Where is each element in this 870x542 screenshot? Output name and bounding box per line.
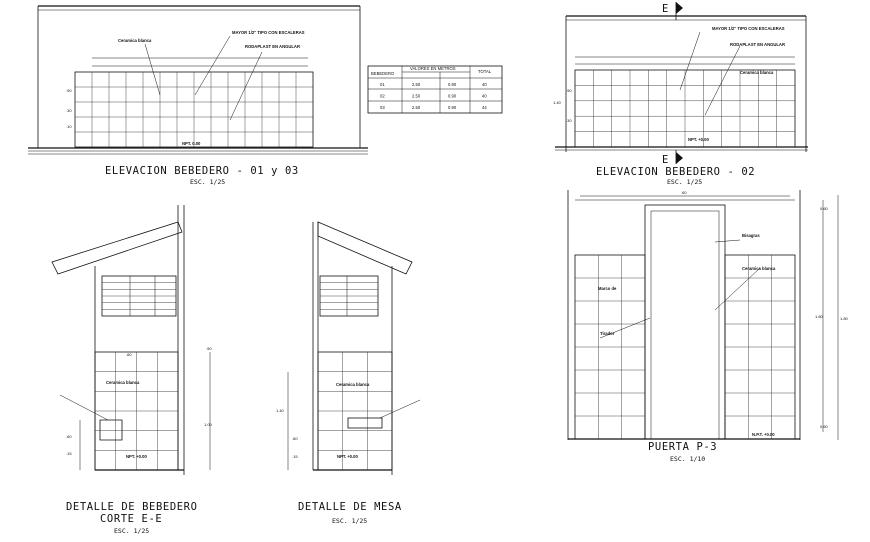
scale-detalle-mesa: ESC. 1/25 — [332, 517, 367, 525]
section-mark-bottom: E — [662, 154, 669, 166]
dim-90-02: .90 — [566, 88, 572, 93]
label-ceramica-02: Ceramica blanca — [740, 70, 774, 75]
table-cell: 2.50 — [412, 82, 421, 87]
scale-detalle-bebedero: ESC. 1/25 — [114, 527, 149, 535]
dim-180b-p: 1.80 — [840, 316, 849, 321]
dim-060a-p: 0.60 — [820, 206, 829, 211]
dim-60-bb: .60 — [126, 352, 132, 357]
table-cell: 02 — [380, 94, 385, 99]
label-npt: NPT. 0.00 — [182, 141, 201, 146]
dim-140-ms: 1.40 — [276, 408, 285, 413]
table-cell: 40 — [482, 94, 487, 99]
table-cell: 2.50 — [412, 105, 421, 110]
label-bisagras: Bisagras — [742, 233, 760, 238]
title-detalle-bebedero: DETALLE DE BEBEDERO — [66, 501, 198, 513]
dim-60b-bb: .60 — [66, 434, 72, 439]
label-ceramica: Ceramica blanca — [118, 38, 152, 43]
table-cell: 03 — [380, 105, 385, 110]
dim-180a-p: 1.80 — [815, 314, 824, 319]
scale-elev-02: ESC. 1/25 — [667, 178, 702, 186]
table-cell: 40 — [482, 82, 487, 87]
table-cell: 0.90 — [448, 94, 457, 99]
table-header-total: TOTAL — [478, 69, 492, 74]
label-ceramica-ms: Ceramica blanca — [336, 382, 370, 387]
label-tirador: Tirador — [600, 331, 615, 336]
dim-10: .10 — [66, 124, 72, 129]
title-elev-01-03: ELEVACION BEBEDERO - 01 y 03 — [105, 165, 299, 177]
subtitle-corte: CORTE E-E — [100, 513, 162, 525]
title-detalle-mesa: DETALLE DE MESA — [298, 501, 402, 513]
dim-060b-p: 0.60 — [820, 424, 829, 429]
door-p3: Bisagras Ceramica blanca Marco de Tirado… — [567, 190, 849, 463]
label-ceramica-p: Ceramica blanca — [742, 266, 776, 271]
table-cell: 0.90 — [448, 105, 457, 110]
detail-bebedero: Ceramica blanca NPT. +0.00 .60 .90 1.00 … — [51, 205, 213, 535]
label-npt-02: NPT. +0.00 — [688, 137, 710, 142]
elevation-01-03: Ceramica blanca MAYOR 1/2" TIPO CON ESCA… — [28, 5, 368, 186]
dim-140-02: 1.40 — [553, 100, 562, 105]
elevation-02: E E MAYOR 1/2" TIPO CON ESCALERAS RODAPL… — [553, 2, 808, 186]
label-rodaplast: RODAPLAST EN ANGULAR — [245, 44, 300, 49]
table-header-bebedero: BEBEDERO — [371, 71, 395, 76]
dim-30: .30 — [66, 108, 72, 113]
dim-100-bb: 1.00 — [204, 422, 213, 427]
table-cell: 44 — [482, 105, 487, 110]
label-npt-bb: NPT. +0.00 — [126, 454, 148, 459]
label-marco: Marco de — [598, 286, 617, 291]
label-rodaplast-02: RODAPLAST EN ANGULAR — [730, 42, 785, 47]
table-cell: 2.50 — [412, 94, 421, 99]
dim-60-ms: .60 — [292, 436, 298, 441]
table-cell: 0.90 — [448, 82, 457, 87]
detail-mesa: Ceramica blanca NPT. +0.00 1.40 .60 .15 … — [276, 221, 421, 525]
title-puerta: PUERTA P-3 — [648, 441, 717, 453]
section-mark-top: E — [662, 3, 669, 15]
label-mayor-02: MAYOR 1/2" TIPO CON ESCALERAS — [712, 26, 785, 31]
dim-90: .90 — [66, 88, 72, 93]
label-ceramica-bb: Ceramica blanca — [106, 380, 140, 385]
dim-15-bb: .15 — [66, 451, 72, 456]
values-table: BEBEDERO VALORES EN METROS TOTAL 01 2.50 0… — [367, 65, 503, 114]
dim-90-bb: .90 — [206, 346, 212, 351]
dim-30-02: .30 — [566, 118, 572, 123]
label-npt-p: N.P.T. +0.00 — [752, 432, 775, 437]
table-header-valores: VALORES EN METROS — [410, 66, 456, 71]
title-elev-02: ELEVACION BEBEDERO - 02 — [596, 166, 755, 178]
dim-15-ms: .15 — [292, 454, 298, 459]
scale-puerta: ESC. 1/10 — [670, 455, 705, 463]
dim-60-p: .60 — [681, 190, 687, 195]
table-cell: 01 — [380, 82, 385, 87]
scale-elev-01-03: ESC. 1/25 — [190, 178, 225, 186]
label-mayor: MAYOR 1/2" TIPO CON ESCALERAS — [232, 30, 305, 35]
label-npt-ms: NPT. +0.00 — [337, 454, 359, 459]
